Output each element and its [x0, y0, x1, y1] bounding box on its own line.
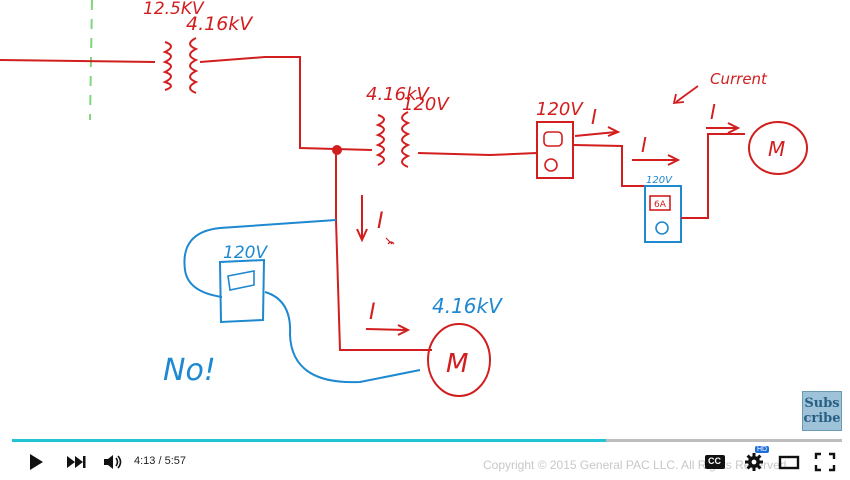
- bus-line: [199, 56, 373, 151]
- settings-icon[interactable]: HD: [743, 446, 770, 471]
- volume-icon[interactable]: [102, 452, 124, 472]
- play-icon[interactable]: [25, 452, 47, 472]
- label-blue-voltage: 120V: [223, 243, 268, 263]
- breaker-switch: [543, 131, 563, 147]
- label-mid-secondary: 120V: [402, 94, 450, 115]
- label-breaker-voltage: 120V: [536, 99, 584, 120]
- incoming-line: [0, 59, 156, 63]
- current-arrow-down: [356, 195, 368, 243]
- label-current-motor: I: [369, 300, 376, 325]
- label-secondary-voltage: 4.16kV: [186, 13, 254, 35]
- label-current-3: I: [710, 100, 716, 124]
- blue-breaker-box: [218, 258, 266, 324]
- line-to-breaker: [417, 152, 538, 157]
- label-motor-voltage: 4.16kV: [432, 294, 503, 318]
- current-arrow-4: [706, 122, 741, 134]
- blue-wire-top: [183, 219, 337, 298]
- line-to-right-motor: [681, 133, 745, 219]
- blue-wire-bottom: [264, 291, 421, 384]
- small-breaker-switch: [649, 195, 671, 211]
- drop-line: [335, 150, 432, 351]
- breaker-knob: [544, 158, 558, 172]
- transformer-top-primary: [162, 41, 172, 91]
- dashed-guide-line: [89, 0, 93, 121]
- breaker-box: [536, 121, 574, 179]
- progress-bar[interactable]: [12, 439, 842, 442]
- current-arrow-motor: [365, 324, 411, 336]
- small-breaker-box: [644, 185, 682, 243]
- hd-badge: HD: [755, 446, 770, 453]
- label-right-motor: M: [768, 137, 785, 161]
- transformer-mid-secondary: [401, 111, 411, 168]
- label-no: No!: [163, 353, 216, 388]
- subscribe-button[interactable]: Subs cribe: [802, 391, 842, 431]
- label-current-1: I: [591, 105, 597, 129]
- next-icon[interactable]: [65, 452, 87, 472]
- subscribe-line-2: cribe: [803, 411, 841, 426]
- theater-mode-icon[interactable]: [778, 452, 800, 472]
- cursor-mark: [385, 237, 395, 245]
- captions-label: CC: [708, 456, 721, 466]
- player-controls: 4:13 / 5:57 Copyright © 2015 General PAC…: [0, 444, 850, 480]
- current-arrow-3: [632, 154, 681, 166]
- current-arrow-2: [573, 144, 645, 187]
- progress-played: [12, 439, 607, 442]
- label-primary-voltage: 12.5KV: [143, 0, 205, 19]
- label-small-breaker-voltage: 120V: [646, 175, 673, 186]
- small-breaker-knob: [655, 221, 669, 235]
- label-motor: M: [446, 349, 468, 379]
- subscribe-line-1: Subs: [804, 396, 840, 411]
- fullscreen-icon[interactable]: [814, 452, 836, 472]
- blue-breaker-switch: [227, 270, 255, 291]
- right-motor-circle: [748, 121, 808, 175]
- captions-icon[interactable]: CC: [705, 455, 725, 469]
- label-current-note: Current: [710, 70, 768, 88]
- label-current-down: I: [377, 209, 384, 234]
- whiteboard-drawing: 12.5KV 4.16kV 4.16kV 120V 120V I I Curre…: [0, 0, 808, 397]
- transformer-mid-primary: [375, 114, 385, 166]
- time-display: 4:13 / 5:57: [134, 455, 186, 467]
- note-arrow: [672, 85, 699, 105]
- label-current-2: I: [641, 133, 647, 157]
- motor-circle: [427, 323, 491, 397]
- transformer-top-secondary: [189, 37, 199, 94]
- current-arrow-1: [574, 126, 621, 137]
- label-breaker-rating: 6A: [654, 200, 667, 210]
- label-mid-voltage: 4.16kV: [366, 84, 431, 105]
